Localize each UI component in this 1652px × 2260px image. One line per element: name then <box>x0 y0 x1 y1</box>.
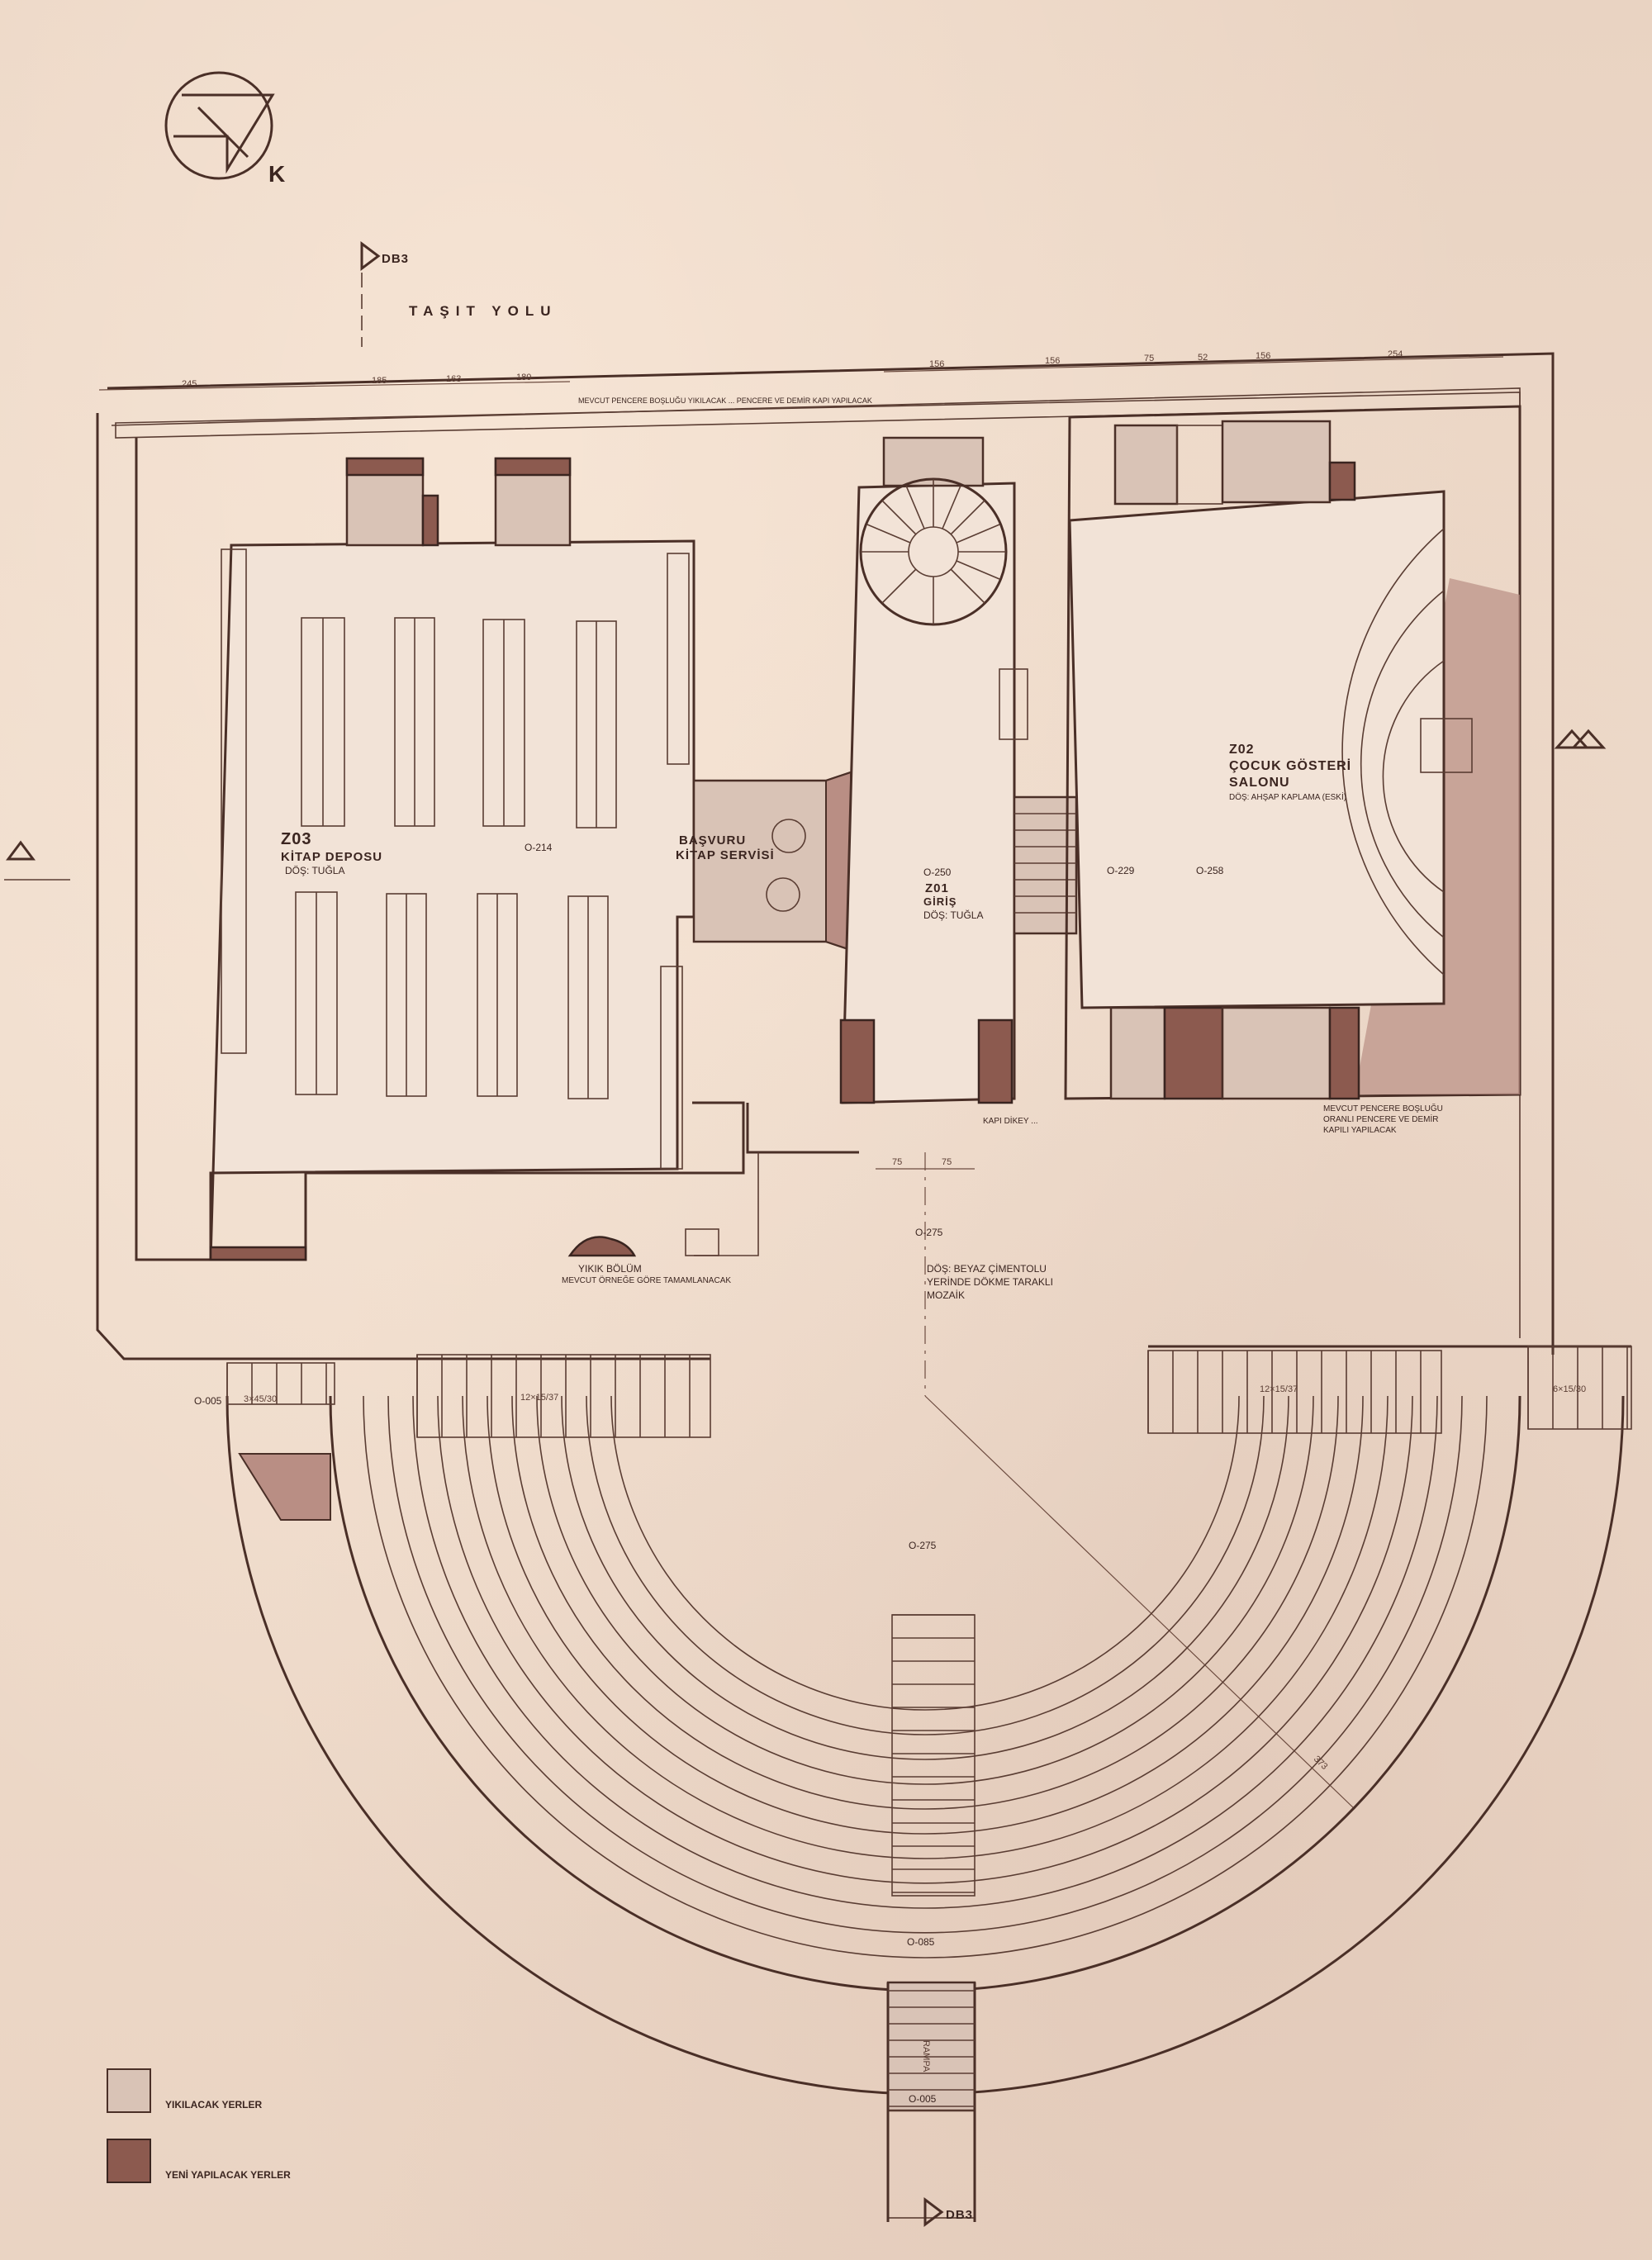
dim-9: 156 <box>1256 351 1270 361</box>
stair-right-label: 12×15/37 <box>1260 1384 1298 1394</box>
seating-row <box>536 1395 1314 1785</box>
dimension-line-mid: 75 75 373 <box>876 1157 1329 1772</box>
legend: YIKILACAK YERLER YENİ YAPILACAK YERLER <box>107 2068 291 2183</box>
right-note-2: ORANLI PENCERE VE DEMİR <box>1323 1113 1438 1124</box>
top-note: MEVCUT PENCERE BOŞLUĞU YIKILACAK ... PEN… <box>578 396 872 405</box>
legend-swatch-demolish <box>107 2068 151 2113</box>
room-z02-line1: Z02 <box>1229 743 1255 757</box>
room-name-z01: GİRİŞ <box>923 895 957 908</box>
seating-row <box>610 1395 1240 1711</box>
stair-mid-label: 12×15/37 <box>520 1393 558 1403</box>
dim-13: 373 <box>1312 1754 1330 1772</box>
seating-row <box>387 1395 1463 1934</box>
reference-line2: KİTAP SERVİSİ <box>676 848 775 862</box>
section-mark-top-label: DB3 <box>382 252 409 266</box>
section-mark-bottom-label: DB3 <box>946 2208 973 2222</box>
room-z02-line3: SALONU <box>1229 776 1290 790</box>
north-label: K <box>268 161 285 187</box>
dim-7: 75 <box>1144 354 1154 363</box>
level-stage: O-275 <box>909 1540 937 1551</box>
room-floor-z01: DÖŞ: TUĞLA <box>923 909 983 921</box>
site-boundary <box>107 352 1555 1355</box>
section-arrow-left-icon <box>4 840 70 881</box>
room-reference-service: BAŞVURU KİTAP SERVİSİ <box>676 771 852 952</box>
dim-12: 75 <box>942 1157 952 1167</box>
dim-11: 75 <box>892 1157 902 1167</box>
room-book-depot: Z03 KİTAP DEPOSU DÖŞ: TUĞLA O-214 <box>135 438 745 1261</box>
reference-line1: BAŞVURU <box>679 833 746 848</box>
courtyard-note-2: YERİNDE DÖKME TARAKLI <box>927 1276 1053 1288</box>
seating-row <box>487 1395 1364 1835</box>
dim-8: 52 <box>1198 353 1208 363</box>
stair-left-label: 3×45/30 <box>244 1394 277 1404</box>
dim-4: 180 <box>516 373 531 382</box>
level-courtyard: O-275 <box>915 1227 943 1238</box>
legend-swatch-new <box>107 2139 151 2183</box>
seating-row <box>561 1395 1289 1760</box>
level-lower: O-085 <box>907 1936 935 1948</box>
dim-5: 156 <box>929 359 944 369</box>
level-z02-b: O-258 <box>1196 865 1224 876</box>
demolish-note: YIKIK BÖLÜM <box>578 1263 642 1275</box>
section-mark-bottom: DB3 <box>923 2197 973 2227</box>
legend-label-new: YENİ YAPILACAK YERLER <box>165 2168 291 2181</box>
seating-row <box>586 1395 1265 1735</box>
seating-row <box>462 1395 1389 1859</box>
room-z02-line2: ÇOCUK GÖSTERİ <box>1229 757 1351 773</box>
level-z03: O-214 <box>525 842 553 853</box>
room-code-z03: Z03 <box>281 830 311 848</box>
demolish-note-2: MEVCUT ÖRNEĞE GÖRE TAMAMLANACAK <box>562 1275 731 1285</box>
section-arrow-right-icon <box>1554 729 1607 749</box>
level-z02-a: O-229 <box>1107 865 1135 876</box>
north-arrow-icon <box>164 71 275 180</box>
dim-1: 245 <box>182 379 197 389</box>
legend-label-demolish: YIKILACAK YERLER <box>165 2099 262 2110</box>
dim-6: 156 <box>1045 356 1060 366</box>
amphitheatre: O-275 O-085 O-005 O-005 3×45/30 12×15/37… <box>194 1346 1632 2222</box>
courtyard-note-1: DÖŞ: BEYAZ ÇİMENTOLU <box>927 1263 1047 1275</box>
room-children-show-hall: Z02 ÇOCUK GÖSTERİ SALONU DÖŞ: AHŞAP KAPL… <box>1064 405 1521 1100</box>
ramp-label: RAMPA <box>921 2040 931 2072</box>
room-floor-z03: DÖŞ: TUĞLA <box>285 864 344 876</box>
room-entrance: O-250 Z01 GİRİŞ DÖŞ: TUĞLA <box>839 436 1028 1104</box>
room-code-z01: Z01 <box>925 881 949 895</box>
dim-3: 163 <box>446 374 461 384</box>
right-note-1: MEVCUT PENCERE BOŞLUĞU <box>1323 1103 1443 1113</box>
room-z02-note: DÖŞ: AHŞAP KAPLAMA (ESKİ) <box>1229 791 1346 802</box>
room-name-z03: KİTAP DEPOSU <box>281 850 382 864</box>
dim-2: 185 <box>372 376 387 386</box>
dimension-line-top: 245 185 163 180 156 156 75 52 156 254 <box>98 349 1504 391</box>
dim-10: 254 <box>1388 349 1403 359</box>
seating-row <box>511 1395 1339 1810</box>
stair-far-label: 6×15/30 <box>1553 1384 1586 1394</box>
seating-row <box>412 1395 1438 1909</box>
seating-row <box>363 1395 1488 1959</box>
section-mark-top: DB3 <box>360 241 409 347</box>
door-note: KAPI DİKEY ... <box>983 1115 1038 1126</box>
level-left-street: O-005 <box>194 1395 222 1407</box>
level-entry: O-005 <box>909 2093 937 2105</box>
level-z01: O-250 <box>923 866 952 878</box>
right-note-3: KAPILI YAPILACAK <box>1323 1126 1397 1135</box>
courtyard-note-3: MOZAİK <box>927 1289 965 1301</box>
road-label: TAŞIT YOLU <box>409 303 558 319</box>
seating-row <box>437 1395 1413 1884</box>
ruin-fragment <box>567 1236 637 1257</box>
